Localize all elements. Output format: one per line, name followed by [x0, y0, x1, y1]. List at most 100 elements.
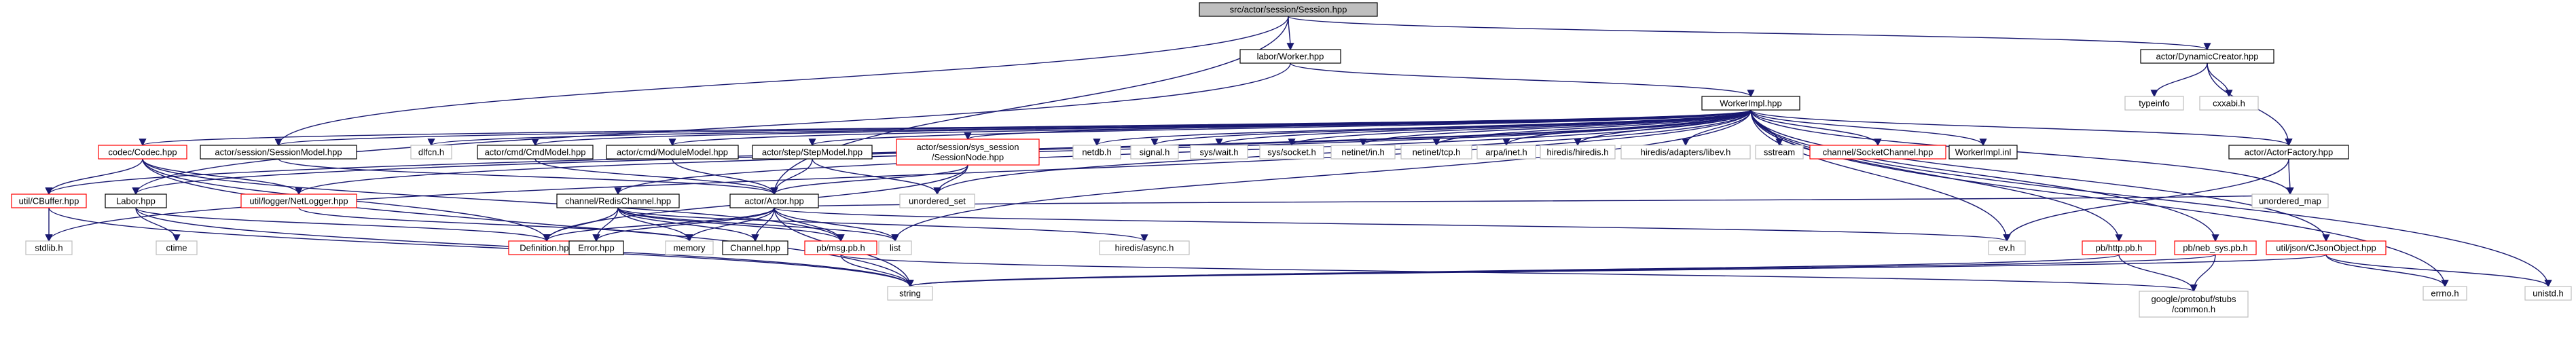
edge-actor-to-error	[592, 207, 775, 242]
edge-codec-to-cbuffer	[45, 158, 143, 196]
node-channel[interactable]: Channel.hpp	[722, 240, 788, 255]
node-label: actor/step/StepModel.hpp	[762, 147, 863, 158]
node-box	[606, 145, 739, 160]
edge-labor_worker-to-labor	[132, 62, 1291, 196]
node-box	[1190, 145, 1248, 160]
node-box	[2082, 240, 2156, 255]
node-errno: errno.h	[2423, 286, 2467, 301]
node-box	[240, 193, 357, 208]
node-box	[1701, 96, 1800, 111]
node-redis-channel[interactable]: channel/RedisChannel.hpp	[556, 193, 680, 208]
node-box	[1400, 145, 1472, 160]
edge-actor-to-msg_pb	[774, 207, 845, 242]
edge-worker_impl_hpp-to-step_model	[808, 109, 1752, 147]
edge-actor-to-definition	[543, 207, 775, 242]
node-box	[156, 240, 198, 255]
node-box	[2423, 286, 2467, 301]
node-box	[1540, 145, 1616, 160]
node-worker-impl-inl[interactable]: WorkerImpl.inl	[1948, 145, 2018, 160]
edge-redis_channel-to-hiredis_async	[617, 207, 1148, 242]
node-label: Definition.hpp	[520, 243, 574, 253]
node-sys-wait: sys/wait.h	[1190, 145, 1248, 160]
node-label: unordered_map	[2259, 196, 2321, 206]
node-netinet-tcp: netinet/tcp.h	[1400, 145, 1472, 160]
node-module-model[interactable]: actor/cmd/ModuleModel.hpp	[606, 145, 739, 160]
node-box	[1755, 145, 1804, 160]
node-list: list	[878, 240, 912, 255]
node-socket-channel[interactable]: channel/SocketChannel.hpp	[1809, 145, 1946, 160]
edge-actor-to-ev	[774, 207, 2010, 242]
node-step-model[interactable]: actor/step/StepModel.hpp	[752, 145, 873, 160]
edge-actor-to-channel	[751, 207, 775, 242]
node-labor-worker[interactable]: labor/Worker.hpp	[1239, 49, 1341, 64]
node-actor-factory[interactable]: actor/ActorFactory.hpp	[2228, 145, 2349, 160]
node-box	[665, 240, 714, 255]
node-label: arpa/inet.h	[1485, 147, 1527, 158]
node-root[interactable]: src/actor/session/Session.hpp	[1199, 2, 1378, 17]
node-box	[105, 193, 167, 208]
node-session-node[interactable]: actor/session/sys_session/SessionNode.hp…	[896, 138, 1040, 166]
edge-worker_impl_hpp-to-http_pb	[1750, 109, 2123, 242]
node-label: WorkerImpl.hpp	[1720, 98, 1782, 109]
node-neb-sys-pb[interactable]: pb/neb_sys.pb.h	[2174, 240, 2257, 255]
node-box	[25, 240, 73, 255]
edge-session_node-to-unordered_set	[933, 164, 968, 196]
edge-root-to-labor_worker	[1286, 16, 1294, 51]
include-nodes: src/actor/session/Session.hpp labor/Worke…	[11, 2, 2572, 318]
node-label: stdlib.h	[35, 243, 62, 253]
node-definition[interactable]: Definition.hpp	[508, 240, 585, 255]
node-http-pb[interactable]: pb/http.pb.h	[2082, 240, 2156, 255]
node-worker-impl-hpp[interactable]: WorkerImpl.hpp	[1701, 96, 1800, 111]
node-actor[interactable]: actor/Actor.hpp	[729, 193, 819, 208]
node-label: actor/cmd/CmdModel.hpp	[485, 147, 586, 158]
edge-labor-to-ctime	[135, 207, 181, 242]
node-cmd-model[interactable]: actor/cmd/CmdModel.hpp	[477, 145, 594, 160]
node-label: netdb.h	[1082, 147, 1111, 158]
edge-dynamic_creator-to-typeinfo	[2150, 62, 2208, 98]
node-msg-pb[interactable]: pb/msg.pb.h	[804, 240, 877, 255]
node-box	[2140, 49, 2274, 64]
node-label: errno.h	[2431, 289, 2459, 299]
edge-worker_impl_hpp-to-unordered_map	[1750, 109, 2294, 196]
node-session-model[interactable]: actor/session/SessionModel.hpp	[200, 145, 357, 160]
node-unordered-map: unordered_map	[2251, 193, 2329, 208]
node-label: typeinfo	[2139, 98, 2170, 109]
edge-codec-to-net_logger	[142, 158, 303, 196]
edge-worker_impl_hpp-to-ev	[1750, 109, 2011, 242]
node-box	[1130, 145, 1179, 160]
node-cjson[interactable]: util/json/CJsonObject.hpp	[2266, 240, 2387, 255]
node-labor[interactable]: Labor.hpp	[105, 193, 167, 208]
node-box	[1099, 240, 1190, 255]
node-box	[1239, 49, 1341, 64]
edge-worker_impl_hpp-to-session_node	[964, 109, 1752, 141]
node-label: hiredis/async.h	[1115, 243, 1174, 253]
node-box	[887, 286, 933, 301]
node-label: ctime	[166, 243, 187, 253]
node-label: Channel.hpp	[730, 243, 780, 253]
node-hiredis-async: hiredis/async.h	[1099, 240, 1190, 255]
edge-worker_impl_hpp-to-unistd	[1750, 109, 2552, 288]
node-box	[2524, 286, 2572, 301]
node-box	[98, 145, 187, 160]
node-ev: ev.h	[1988, 240, 2026, 255]
edge-module_model-to-actor	[672, 158, 778, 196]
node-hiredis: hiredis/hiredis.h	[1540, 145, 1616, 160]
node-dynamic-creator[interactable]: actor/DynamicCreator.hpp	[2140, 49, 2274, 64]
node-label: actor/Actor.hpp	[744, 196, 803, 206]
node-box	[1988, 240, 2026, 255]
edge-worker_impl_hpp-to-sys_wait	[1215, 109, 1752, 147]
node-net-logger[interactable]: util/logger/NetLogger.hpp	[240, 193, 357, 208]
edge-labor_worker-to-worker_impl_hpp	[1290, 62, 1755, 98]
edge-actor_factory-to-unordered_map	[2286, 158, 2294, 196]
node-box	[2228, 145, 2349, 160]
node-codec[interactable]: codec/Codec.hpp	[98, 145, 187, 160]
node-string: string	[887, 286, 933, 301]
node-sys-socket: sys/socket.h	[1259, 145, 1324, 160]
edge-cjson-to-unistd	[2325, 254, 2552, 288]
node-error[interactable]: Error.hpp	[568, 240, 624, 255]
edge-worker_impl_hpp-to-stdlib	[45, 109, 1752, 242]
node-cbuffer[interactable]: util/CBuffer.hpp	[11, 193, 87, 208]
node-label: Error.hpp	[578, 243, 614, 253]
edge-http_pb-to-string	[907, 254, 2120, 288]
edge-session_model-to-actor	[278, 158, 778, 196]
